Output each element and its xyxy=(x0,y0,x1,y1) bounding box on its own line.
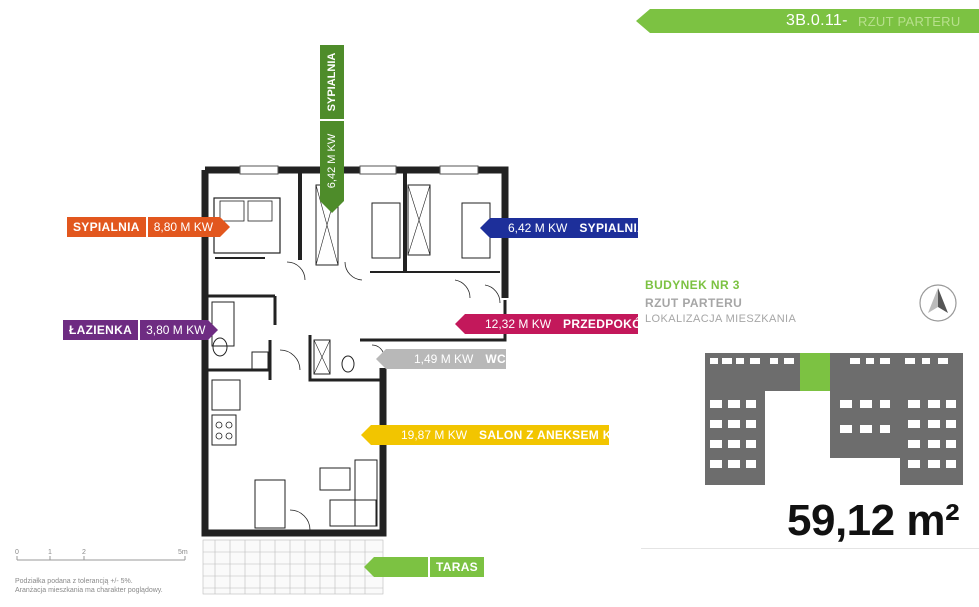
label-przedpokoj: 12,32 M KW PRZEDPOKÓJ xyxy=(455,314,638,334)
building-label: BUDYNEK NR 3 xyxy=(645,278,740,292)
label-sypialnia-left: SYPIALNIA 8,80 M KW xyxy=(67,217,230,237)
total-area: 59,12 m² xyxy=(787,496,960,545)
header-ribbon: 3B.0.11- RZUT PARTERU xyxy=(636,9,979,33)
north-arrow-icon xyxy=(919,284,957,322)
label-lazienka: ŁAZIENKA 3,80 M KW xyxy=(63,320,218,340)
floor-label: RZUT PARTERU xyxy=(645,296,743,310)
label-wc: 1,49 M KW WC xyxy=(376,349,506,369)
apartment-highlight xyxy=(800,353,830,391)
location-label: LOKALIZACJA MIESZKANIA xyxy=(645,313,797,325)
label-taras: TARAS xyxy=(364,557,484,577)
building-key-plan xyxy=(705,353,963,485)
divider xyxy=(641,548,979,549)
note-arrangement: Aranżacja mieszkania ma charakter pogląd… xyxy=(15,587,163,594)
apartment-code: 3B.0.11- xyxy=(786,12,848,29)
label-sypialnia-right: 6,42 M KW SYPIALNIA xyxy=(480,218,638,238)
label-salon: 19,87 M KW SALON Z ANEKSEM KUCH. xyxy=(361,425,609,445)
scale-tick-5m: 5m xyxy=(178,549,188,556)
label-sypialnia-top: SYPIALNIA 6,42 M KW xyxy=(320,45,344,213)
note-tolerance: Podziałka podana z tolerancją +/- 5%. xyxy=(15,578,133,585)
down-arrow-icon xyxy=(320,201,344,213)
label-sypialnia-top-area: 6,42 M KW xyxy=(320,121,344,201)
scale-tick-1: 1 xyxy=(48,549,52,556)
scale-tick-2: 2 xyxy=(82,549,86,556)
scale-tick-0: 0 xyxy=(15,549,19,556)
header-subtitle: RZUT PARTERU xyxy=(858,14,961,29)
label-sypialnia-top-name: SYPIALNIA xyxy=(320,45,344,119)
